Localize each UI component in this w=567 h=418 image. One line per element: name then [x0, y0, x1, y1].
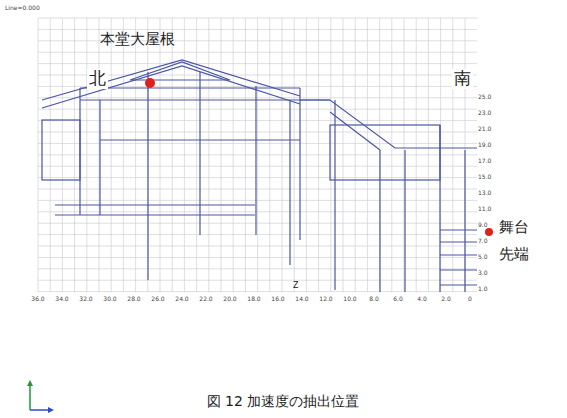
grid-line [245, 18, 246, 292]
axis-value: 26.0 [151, 295, 164, 302]
grid-line [416, 18, 417, 292]
grid-line [269, 18, 270, 292]
axis-value: 24.0 [175, 295, 188, 302]
axis-value: 13.0 [478, 189, 491, 196]
grid-line [99, 18, 100, 292]
grid-line [404, 18, 405, 292]
location-label: 舞台先端 [499, 214, 531, 268]
grid-line [257, 18, 258, 292]
axis-value: 1.0 [478, 285, 488, 292]
direction-label: 北 [87, 69, 108, 89]
grid-line [172, 18, 173, 292]
axis-value: 6.0 [393, 295, 403, 302]
grid-line [440, 18, 441, 292]
axis-value: 30.0 [103, 295, 116, 302]
axis-value: 12.0 [319, 295, 332, 302]
grid-line [318, 18, 319, 292]
grid-line [74, 18, 75, 292]
axis-value: 11.0 [478, 205, 491, 212]
grid-line [343, 18, 344, 292]
axis-value: 8.0 [369, 295, 379, 302]
extraction-point [145, 78, 155, 88]
axis-value: 16.0 [271, 295, 284, 302]
direction-label: 南 [452, 69, 473, 89]
grid-line [355, 18, 356, 292]
grid-line [233, 18, 234, 292]
axis-icon [27, 380, 54, 413]
axis-value: 20.0 [223, 295, 236, 302]
grid-line [50, 18, 51, 292]
axis-value: 22.0 [199, 295, 212, 302]
location-label: 本堂大屋根 [100, 31, 175, 48]
axis-value: 9.0 [478, 221, 488, 228]
axis-value: 14.0 [295, 295, 308, 302]
axis-value: 2.0 [441, 295, 451, 302]
grid-line [282, 18, 283, 292]
grid-line [184, 18, 185, 292]
grid-line [62, 18, 63, 292]
scale-note: Line=0.000 [5, 4, 40, 11]
axis-value: 34.0 [55, 295, 68, 302]
grid [38, 18, 477, 292]
axis-value: 28.0 [127, 295, 140, 302]
grid-line [294, 18, 295, 292]
axis-value: 4.0 [417, 295, 427, 302]
grid-line [379, 18, 380, 292]
axis-value: 5.0 [478, 253, 488, 260]
grid-line [86, 18, 87, 292]
grid-line [135, 18, 136, 292]
grid-line [367, 18, 368, 292]
grid-line [160, 18, 161, 292]
frame-model [42, 60, 477, 292]
grid-line [147, 18, 148, 292]
axis-value: 10.0 [343, 295, 356, 302]
grid-line [111, 18, 112, 292]
axis-value: 15.0 [478, 173, 491, 180]
grid-line [391, 18, 392, 292]
grid-line [123, 18, 124, 292]
axis-name: Z [293, 281, 298, 290]
axis-value: 19.0 [478, 141, 491, 148]
extraction-point [485, 228, 493, 236]
grid-line [465, 18, 466, 292]
axis-value: 32.0 [79, 295, 92, 302]
grid-line [208, 18, 209, 292]
axis-value: 23.0 [478, 109, 491, 116]
axis-value: 17.0 [478, 157, 491, 164]
grid-line [452, 18, 453, 292]
grid-line [306, 18, 307, 292]
axis-value: 21.0 [478, 125, 491, 132]
axis-value: 25.0 [478, 93, 491, 100]
grid-line [221, 18, 222, 292]
grid-line [196, 18, 197, 292]
axis-value: 3.0 [478, 269, 488, 276]
grid-line [38, 18, 39, 292]
axis-value: 7.0 [478, 237, 488, 244]
axis-value: 18.0 [247, 295, 260, 302]
figure-caption: 図 12 加速度の抽出位置 [207, 393, 360, 409]
grid-line [428, 18, 429, 292]
axis-value: 0 [468, 295, 472, 302]
axis-value: 36.0 [31, 295, 44, 302]
